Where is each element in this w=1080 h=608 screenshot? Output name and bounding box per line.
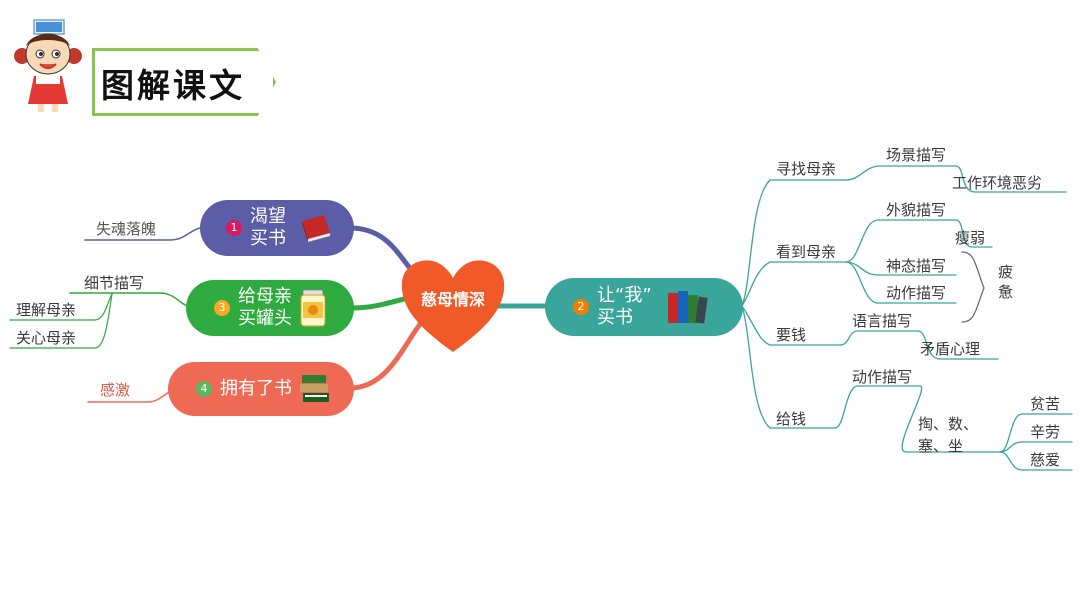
branch-1-text: 渴望 买书 — [250, 206, 286, 250]
center-heart — [401, 260, 505, 352]
branch-2-number: 2 — [573, 299, 589, 315]
see-thin: 瘦弱 — [955, 229, 986, 247]
see-tired: 疲惫 — [998, 263, 1014, 301]
branch-4-text: 拥有了书 — [220, 378, 292, 399]
give-toil: 辛劳 — [1030, 423, 1061, 441]
find-scene: 场景描写 — [886, 146, 947, 164]
books-stack-icon — [300, 375, 329, 402]
branch-1-line1: 渴望 — [250, 206, 286, 227]
branch-3-text: 给母亲 买罐头 — [238, 286, 292, 330]
find-env: 工作环境恶劣 — [952, 174, 1043, 192]
branch-3-number: 3 — [214, 300, 230, 316]
branch-2: 2 让“我” 买书 — [545, 278, 743, 336]
branch-3-line1: 给母亲 — [238, 286, 292, 307]
give-money: 给钱 — [776, 410, 807, 428]
books-upright-icon — [667, 291, 708, 324]
give-verbs: 掏、数、塞、坐 — [918, 415, 979, 455]
see-action: 动作描写 — [886, 284, 947, 302]
branch-1-line2: 买书 — [250, 228, 286, 249]
ask-conflict: 矛盾心理 — [920, 340, 981, 358]
ask-money: 要钱 — [776, 326, 807, 344]
branch-3: 3 给母亲 买罐头 — [186, 280, 354, 336]
girl-mascot-icon — [14, 19, 82, 112]
give-love: 慈爱 — [1030, 451, 1061, 469]
branch-2-line1: 让“我” — [597, 285, 652, 306]
give-action: 动作描写 — [852, 368, 913, 386]
leaf-b3-b: 关心母亲 — [16, 329, 77, 347]
ask-speech: 语言描写 — [852, 312, 913, 330]
jar-icon — [300, 289, 326, 327]
section-title-text: 图解课文 — [101, 66, 245, 105]
branch-4-number: 4 — [196, 381, 212, 397]
see-mother: 看到母亲 — [776, 243, 837, 261]
branch-1-number: 1 — [226, 220, 242, 236]
leaf-b3-top: 细节描写 — [84, 274, 145, 292]
book-icon — [302, 215, 331, 243]
leaf-b3-a: 理解母亲 — [16, 301, 77, 319]
give-poor: 贫苦 — [1030, 395, 1061, 413]
branch-1: 1 渴望 买书 — [200, 200, 354, 256]
see-expression: 神态描写 — [886, 257, 947, 275]
section-title: 图解课文 — [92, 48, 276, 116]
see-appearance: 外貌描写 — [886, 201, 947, 219]
leaf-b4: 感激 — [100, 381, 131, 399]
find-mother: 寻找母亲 — [776, 160, 837, 178]
branch-2-text: 让“我” 买书 — [597, 285, 652, 329]
branch-3-line2: 买罐头 — [238, 308, 292, 329]
center-topic: 慈母情深 — [420, 290, 485, 309]
branch-2-line2: 买书 — [597, 307, 633, 328]
branch-4: 4 拥有了书 — [168, 362, 354, 416]
leaf-b1: 失魂落魄 — [96, 220, 157, 238]
